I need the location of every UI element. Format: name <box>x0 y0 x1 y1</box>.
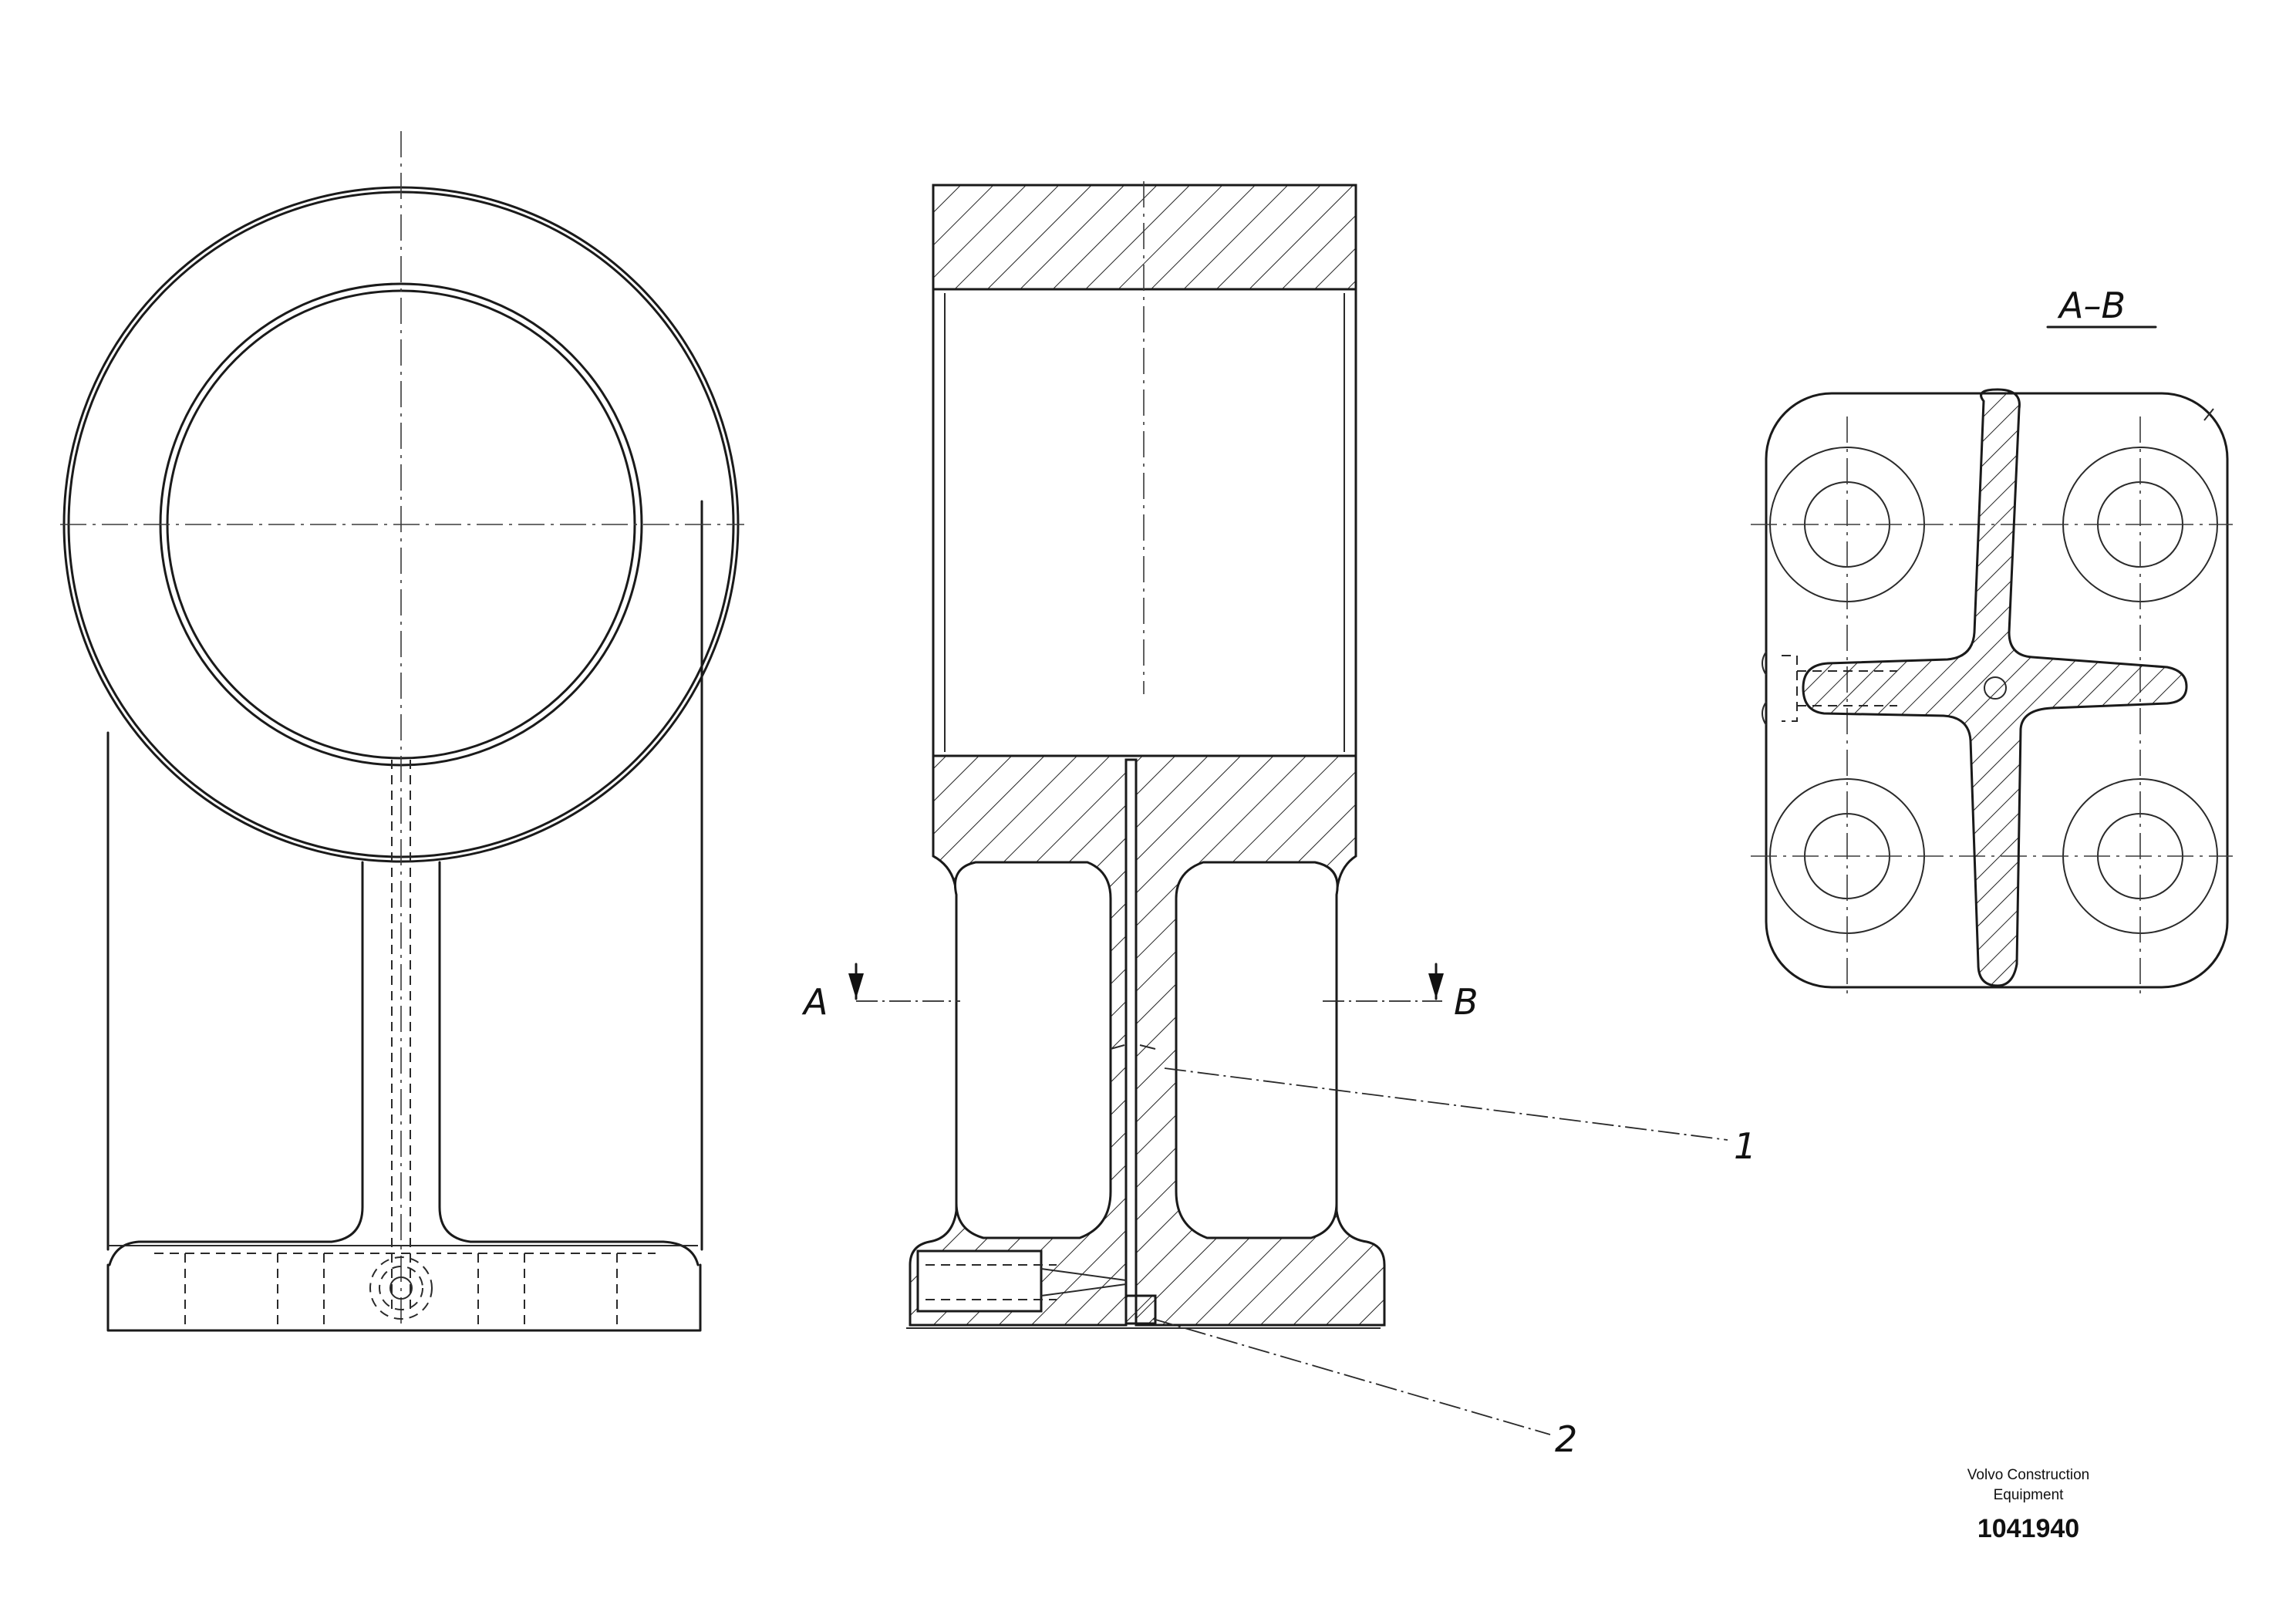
section-marker-b: B <box>1454 981 1478 1023</box>
callout-1: 1 <box>1734 1125 1756 1167</box>
section-view: A B 1 2 <box>801 181 1756 1460</box>
manufacturer-line-1: Volvo Construction <box>1967 1467 2090 1483</box>
drawing-caption: Volvo Construction Equipment 1041940 <box>1897 1465 2159 1544</box>
section-marker-a: A <box>801 981 828 1023</box>
manufacturer-line-2: Equipment <box>1993 1487 2064 1503</box>
drawing-number: 1041940 <box>1977 1514 2080 1543</box>
front-view <box>60 131 744 1332</box>
callout-2: 2 <box>1555 1418 1577 1460</box>
section-ab-view: A–B <box>1751 285 2233 995</box>
section-title: A–B <box>2057 285 2126 326</box>
